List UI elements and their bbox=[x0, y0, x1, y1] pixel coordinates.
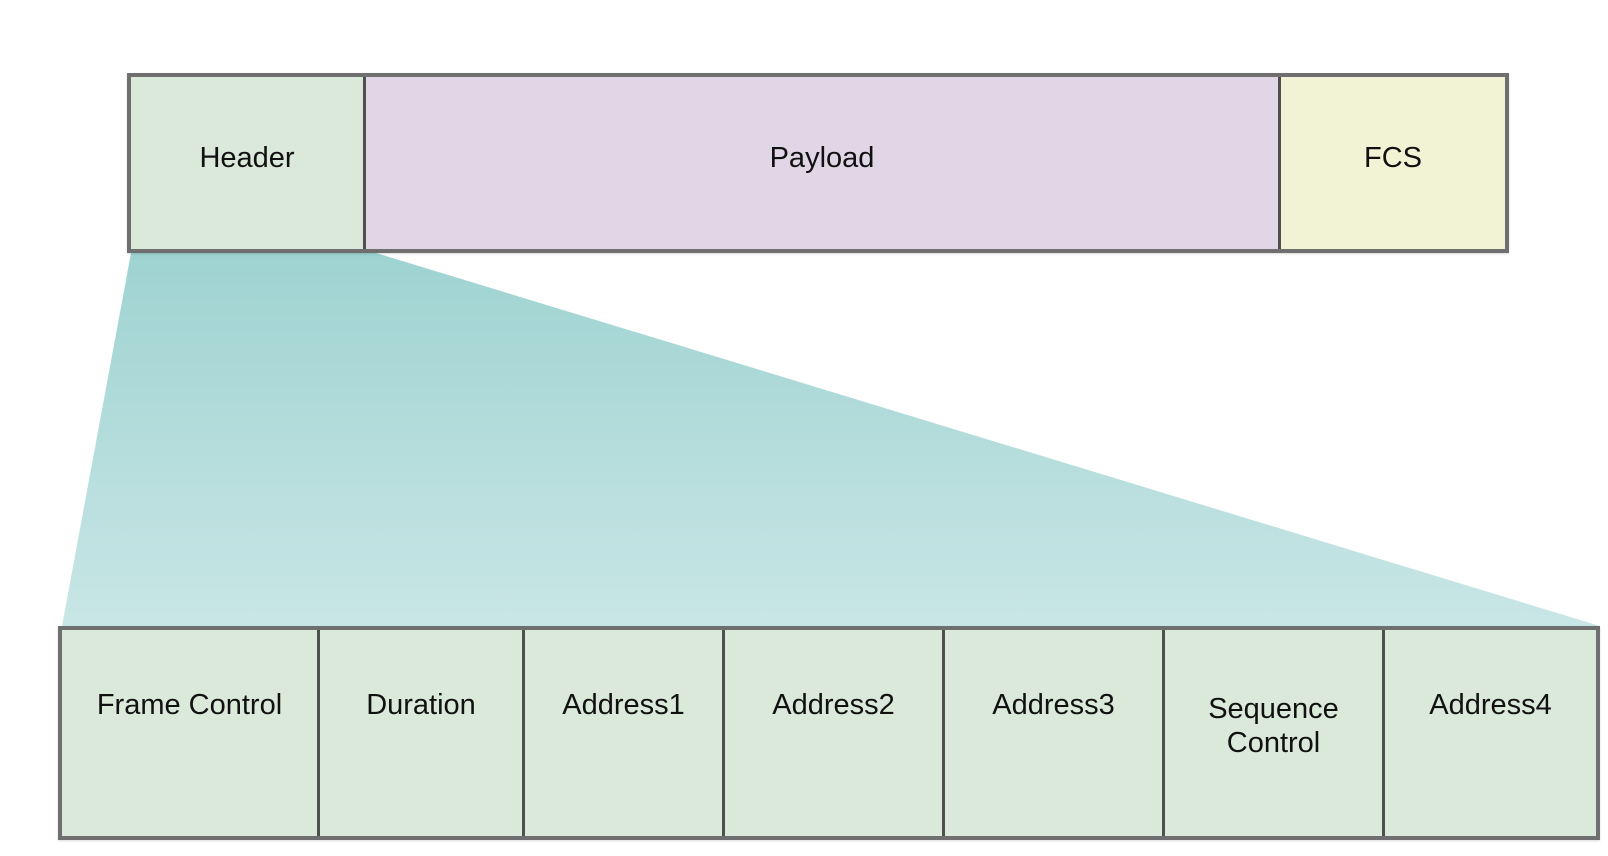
frame-control-field: Frame Control bbox=[62, 630, 317, 836]
payload-field: Payload bbox=[363, 77, 1278, 249]
frame-structure: Header Payload FCS bbox=[127, 73, 1509, 253]
address1-field: Address1 bbox=[522, 630, 722, 836]
address2-field: Address2 bbox=[722, 630, 942, 836]
sequence-control-field: Sequence Control bbox=[1162, 630, 1382, 836]
header-field: Header bbox=[131, 77, 363, 249]
expansion-shape bbox=[62, 253, 1600, 626]
duration-field: Duration bbox=[317, 630, 522, 836]
address4-field: Address4 bbox=[1382, 630, 1596, 836]
address3-field: Address3 bbox=[942, 630, 1162, 836]
fcs-field: FCS bbox=[1278, 77, 1505, 249]
header-structure: Frame Control Duration Address1 Address2… bbox=[58, 626, 1600, 840]
